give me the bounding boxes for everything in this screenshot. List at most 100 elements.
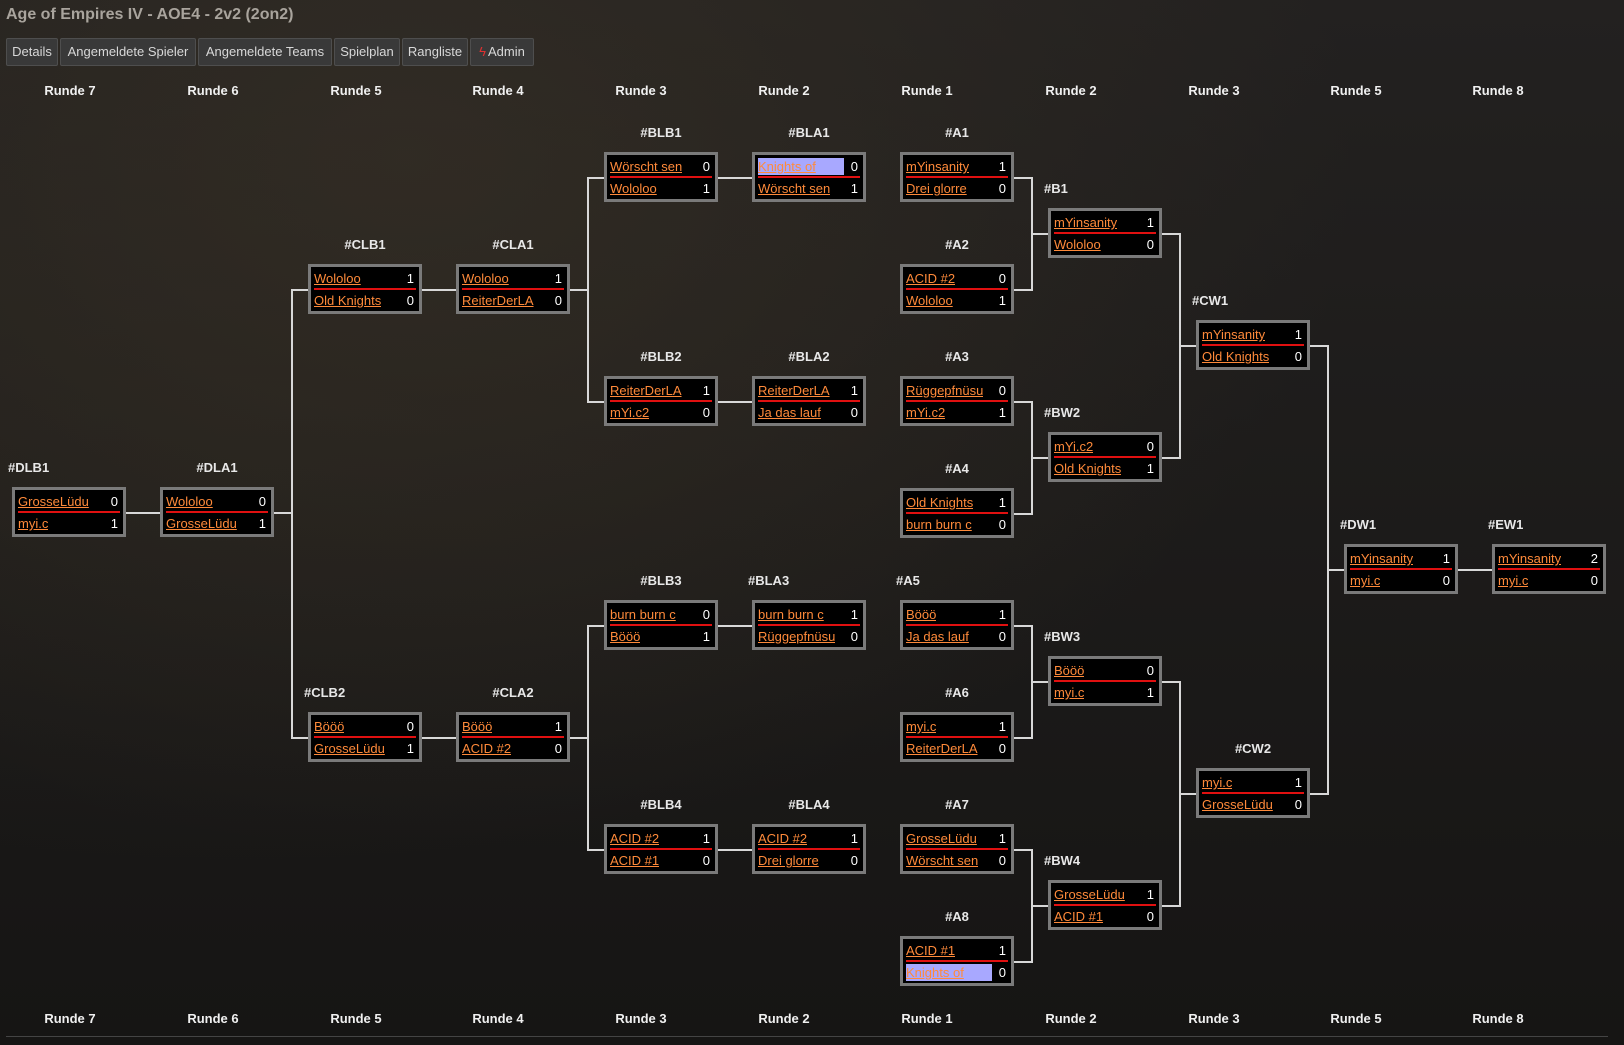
team-name-link[interactable]: burn burn c	[906, 517, 972, 532]
team-name-link[interactable]: GrosseLüdu	[906, 831, 977, 846]
team-name-link[interactable]: Old Knights	[1054, 461, 1122, 476]
team-name-link[interactable]: myi.c	[1054, 685, 1085, 700]
team-name-link[interactable]: Old Knights	[1202, 349, 1270, 364]
team-name-link[interactable]: GrosseLüdu	[1054, 887, 1125, 902]
nav-ranking-button[interactable]: Rangliste	[402, 38, 468, 66]
team-name-link[interactable]: ReiterDerLA	[610, 383, 682, 398]
team-name-link[interactable]: Wololoo	[1054, 237, 1101, 252]
team-name-link[interactable]: Wörscht sen	[906, 853, 979, 868]
team-name-link[interactable]: Knights of	[906, 964, 992, 981]
team-name-link[interactable]: ReiterDerLA	[462, 293, 534, 308]
team-name-link[interactable]: mYi.c2	[1054, 439, 1094, 454]
team-name-link[interactable]: Wololoo	[462, 271, 509, 286]
team-name-link[interactable]: Bööö	[906, 607, 937, 622]
team-name-link[interactable]: myi.c	[906, 719, 937, 734]
team-name-link[interactable]: Ja das lauf	[906, 629, 969, 644]
team-name-link[interactable]: mYi.c2	[906, 405, 946, 420]
team-name-link[interactable]: GrosseLüdu	[166, 516, 237, 531]
team-name-link[interactable]: Bööö	[610, 629, 641, 644]
team-name-link[interactable]: myi.c	[1350, 573, 1381, 588]
nav-details-button[interactable]: Details	[6, 38, 58, 66]
team-name-link[interactable]: ACID #2	[758, 831, 808, 846]
team-name-link[interactable]: mYinsanity	[1350, 551, 1414, 566]
team-name-link[interactable]: ReiterDerLA	[906, 741, 978, 756]
team-name-link[interactable]: Rüggepfnüsu	[758, 629, 836, 644]
team-name-link[interactable]: Wololoo	[314, 271, 361, 286]
team-name-link[interactable]: GrosseLüdu	[1202, 797, 1273, 812]
team-name-link[interactable]: Bööö	[1054, 663, 1085, 678]
nav-registered-players-button[interactable]: Angemeldete Spieler	[60, 38, 196, 66]
team-name-link[interactable]: GrosseLüdu	[18, 494, 89, 509]
team-name-link[interactable]: burn burn c	[610, 607, 676, 622]
team-name-link[interactable]: Wololoo	[166, 494, 213, 509]
team-name-link[interactable]: Knights of	[758, 158, 844, 175]
team-name-link[interactable]: Bööö	[314, 719, 345, 734]
team-name-link[interactable]: Drei glorre	[758, 853, 819, 868]
team-name-link[interactable]: mYinsanity	[1054, 215, 1118, 230]
team-name-link[interactable]: ACID #1	[1054, 909, 1104, 924]
team-name-link[interactable]: mYinsanity	[1498, 551, 1562, 566]
team-name-link[interactable]: burn burn c	[758, 607, 824, 622]
team-name-link[interactable]: Rüggepfnüsu	[906, 383, 984, 398]
team-name-link[interactable]: Wololoo	[610, 181, 657, 196]
team-name-link[interactable]: Ja das lauf	[758, 405, 821, 420]
team-name-link[interactable]: ACID #2	[610, 831, 660, 846]
team-name-link[interactable]: ACID #1	[906, 943, 956, 958]
team-name-link[interactable]: mYinsanity	[906, 159, 970, 174]
team-name-link[interactable]: mYinsanity	[1202, 327, 1266, 342]
team-name-link[interactable]: Bööö	[462, 719, 493, 734]
nav-schedule-button[interactable]: Spielplan	[334, 38, 400, 66]
team-name-link[interactable]: myi.c	[1202, 775, 1233, 790]
team-name-link[interactable]: mYi.c2	[610, 405, 650, 420]
